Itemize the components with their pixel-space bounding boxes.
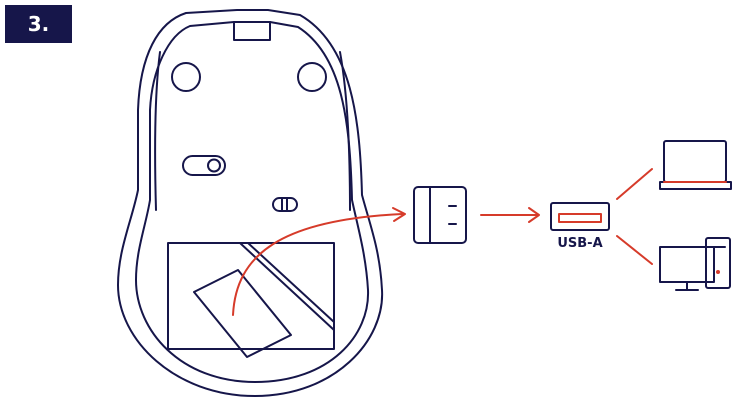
receiver-arrowhead [392, 207, 406, 222]
usb-a-slot [558, 213, 602, 223]
usb-receiver-icon [413, 186, 467, 244]
step-number: 3. [27, 12, 50, 36]
laptop-connector-line [616, 168, 653, 200]
desktop-connector-line [616, 235, 653, 265]
step-number-badge: 3. [5, 5, 72, 43]
desktop-power-dot [716, 270, 720, 274]
port-arrowhead [528, 207, 540, 223]
desktop-computer-icon [659, 237, 731, 291]
usb-a-port-icon [550, 202, 610, 231]
receiver-path-arrow [232, 213, 403, 316]
mouse-bottom-icon [117, 9, 384, 397]
usb-a-label: USB-A [557, 236, 602, 251]
